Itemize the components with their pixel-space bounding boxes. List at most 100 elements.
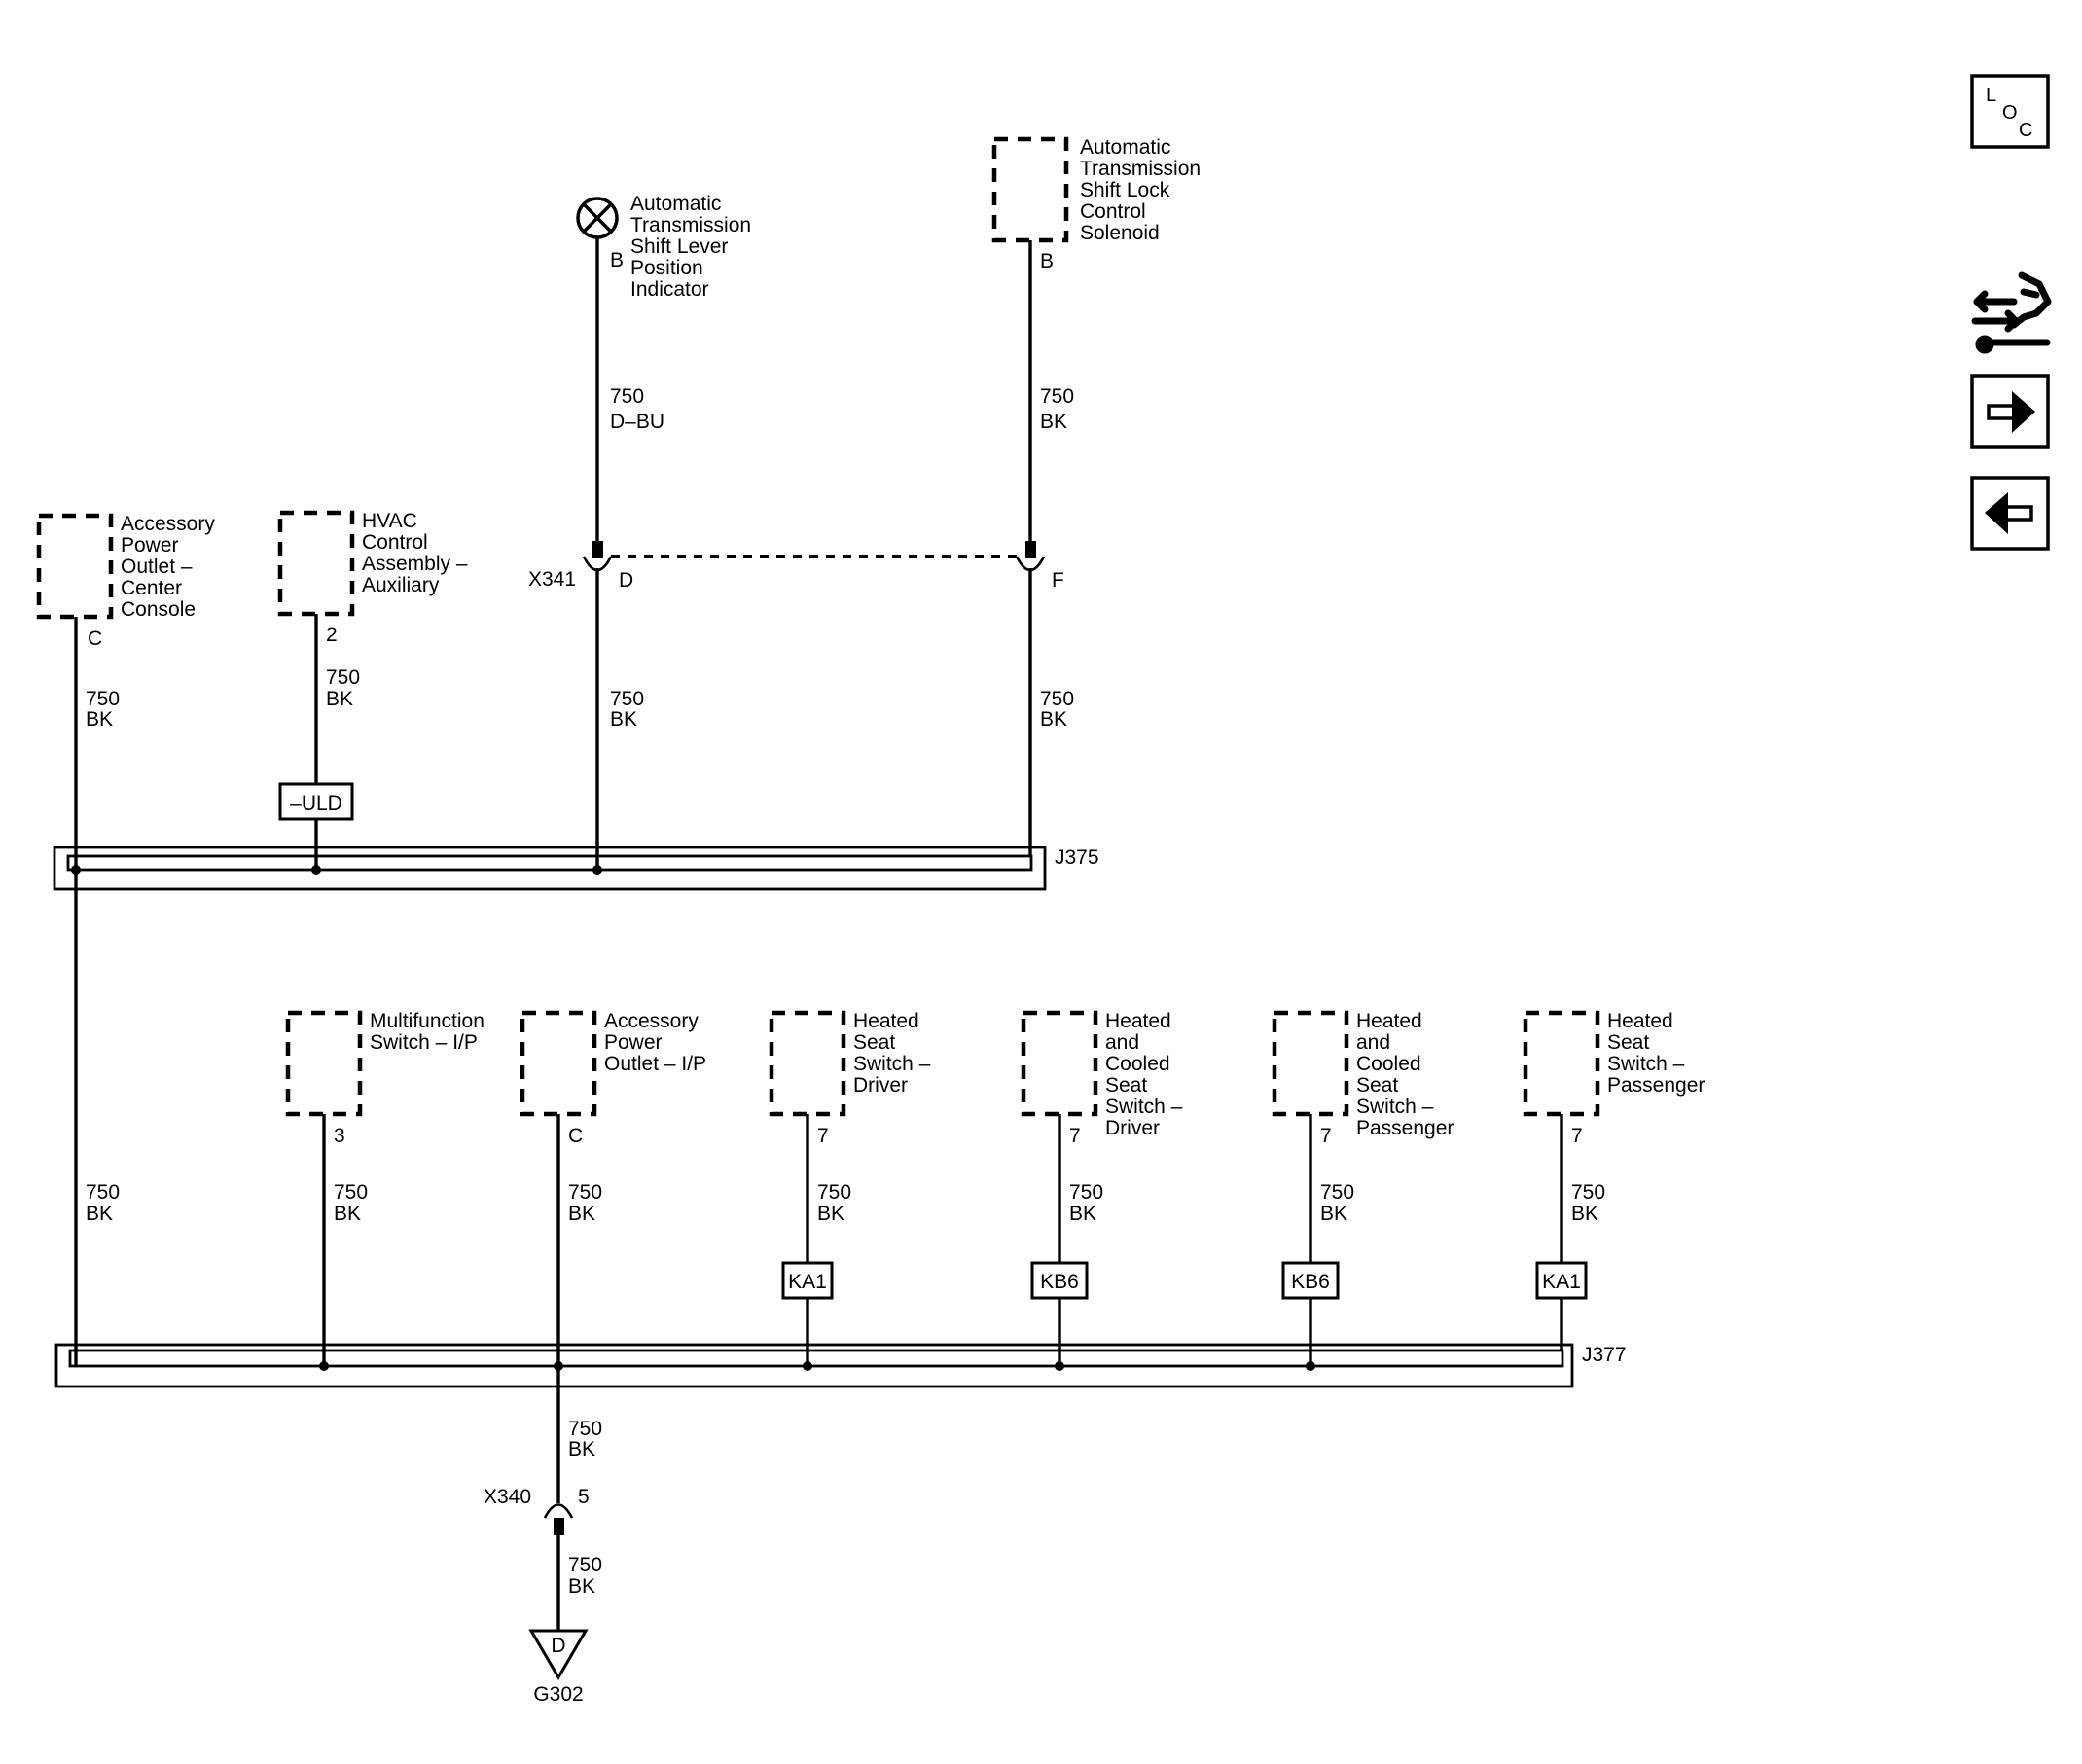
wire-gauge: 750 (568, 1554, 602, 1576)
pin-label: 7 (1320, 1125, 1332, 1147)
label-line: Accessory (604, 1010, 699, 1032)
wire-color: D–BU (610, 411, 664, 433)
label-line: Solenoid (1080, 222, 1160, 244)
wire-gauge: 750 (1571, 1181, 1605, 1204)
wire-label-accessory-console: 750 BK (86, 688, 120, 731)
wire-color: BK (568, 1575, 595, 1598)
option-uld-box (278, 782, 354, 821)
option-kb6-passenger-box (1281, 1261, 1340, 1300)
j377-label: J377 (1582, 1344, 1627, 1366)
hvac-aux-box (277, 510, 355, 617)
loc-letter-l: L (1986, 85, 1996, 106)
wire-color: BK (1040, 708, 1067, 731)
option-ka1-driver: KA1 (788, 1271, 827, 1293)
label-line: Shift Lock (1080, 179, 1170, 201)
wire-color: BK (1069, 1203, 1096, 1225)
label-line: Cooled (1105, 1053, 1170, 1075)
wire-color: BK (334, 1203, 361, 1225)
location-icon: L O C (1986, 85, 2032, 141)
label-line: Outlet – I/P (604, 1053, 706, 1075)
wire-color: BK (610, 708, 637, 731)
label-line: Passenger (1356, 1117, 1454, 1139)
label-line: Multifunction (370, 1010, 485, 1032)
x341-label: X341 (528, 568, 576, 591)
option-ka1-passenger: KA1 (1542, 1271, 1581, 1293)
pin-label: B (610, 249, 624, 271)
label-line: Control (362, 531, 428, 554)
option-kb6-driver-box (1030, 1261, 1089, 1300)
wire-label-shift-indicator: 750 D–BU (610, 385, 664, 433)
lamp-icon (576, 197, 619, 239)
heated-seat-driver-box (769, 1010, 846, 1117)
wire-label-to-x340: 750 BK (568, 1418, 602, 1460)
wire-color: BK (86, 1203, 113, 1225)
label-line: Driver (853, 1074, 908, 1097)
next-page-button[interactable] (1970, 374, 2050, 449)
label-line: Heated (853, 1010, 919, 1032)
wire-label-multifunction: 750 BK (334, 1181, 368, 1225)
label-line: HVAC (362, 510, 417, 532)
option-ka1-driver-box (781, 1261, 834, 1300)
label-line: Console (121, 598, 196, 621)
shift-lock-solenoid-label: Automatic Transmission Shift Lock Contro… (1080, 136, 1201, 244)
label-line: Seat (853, 1031, 895, 1054)
x341-connector (582, 541, 1046, 572)
option-kb6-passenger: KB6 (1291, 1271, 1330, 1293)
pin-label: 3 (334, 1125, 345, 1147)
option-kb6-driver: KB6 (1040, 1271, 1079, 1293)
pin-label: C (88, 628, 102, 650)
loc-letter-c: C (2019, 120, 2032, 141)
wire-label-to-ground: 750 BK (568, 1554, 602, 1598)
wire-gauge: 750 (610, 688, 644, 710)
label-line: Indicator (630, 278, 709, 301)
label-line: Switch – (1105, 1096, 1183, 1118)
j375-label: J375 (1055, 846, 1099, 869)
x340-label: X340 (484, 1486, 531, 1508)
label-line: Power (604, 1031, 663, 1054)
j377-splice (54, 1343, 1574, 1388)
location-button[interactable]: L O C (1970, 74, 2050, 149)
label-line: Automatic (630, 193, 721, 215)
label-line: Seat (1607, 1031, 1649, 1054)
wire-label-hc-passenger: 750 BK (1320, 1181, 1354, 1225)
multifunction-switch-box (285, 1010, 363, 1117)
wire-gauge: 750 (334, 1181, 368, 1204)
ground-name: G302 (533, 1683, 583, 1706)
previous-page-button[interactable] (1970, 476, 2050, 551)
accessory-outlet-ip-label: Accessory Power Outlet – I/P (604, 1010, 706, 1075)
wire-label-shift-lock: 750 BK (1040, 385, 1074, 433)
heated-seat-driver-label: Heated Seat Switch – Driver (853, 1010, 931, 1097)
wire-gauge: 750 (1040, 688, 1074, 710)
wire-gauge: 750 (1040, 385, 1074, 408)
x340-pin: 5 (578, 1486, 590, 1508)
x341-pin-d: D (619, 569, 633, 592)
label-line: Power (121, 534, 179, 557)
wire-color: BK (817, 1203, 844, 1225)
label-line: Center (121, 577, 182, 599)
pin-label: 2 (326, 624, 338, 646)
wire-color: BK (1320, 1203, 1347, 1225)
label-line: Heated (1356, 1010, 1422, 1032)
label-line: Control (1080, 200, 1146, 223)
connector-service-icon (1971, 271, 2052, 354)
label-line: and (1356, 1031, 1390, 1054)
wire-label-accessory-ip: 750 BK (568, 1181, 602, 1225)
arrow-left-icon (1985, 492, 2033, 534)
heated-seat-passenger-box (1523, 1010, 1600, 1117)
wire-color: BK (1040, 411, 1067, 433)
wire-color: BK (1571, 1203, 1598, 1225)
label-line: Passenger (1607, 1074, 1705, 1097)
pin-label: B (1040, 250, 1054, 272)
label-line: Heated (1105, 1010, 1171, 1032)
wire-gauge: 750 (610, 385, 644, 408)
wire-gauge: 750 (568, 1181, 602, 1204)
wire-color: BK (568, 1203, 595, 1225)
wire-label-x341-d: 750 BK (610, 688, 644, 731)
pin-label: 7 (1571, 1125, 1583, 1147)
wire-label-x341-f: 750 BK (1040, 688, 1074, 731)
shift-lock-solenoid-box (991, 136, 1069, 243)
accessory-outlet-ip-box (520, 1010, 597, 1117)
heated-seat-passenger-label: Heated Seat Switch – Passenger (1607, 1010, 1705, 1097)
label-line: and (1105, 1031, 1139, 1054)
connector-service-button[interactable] (1965, 265, 2063, 360)
